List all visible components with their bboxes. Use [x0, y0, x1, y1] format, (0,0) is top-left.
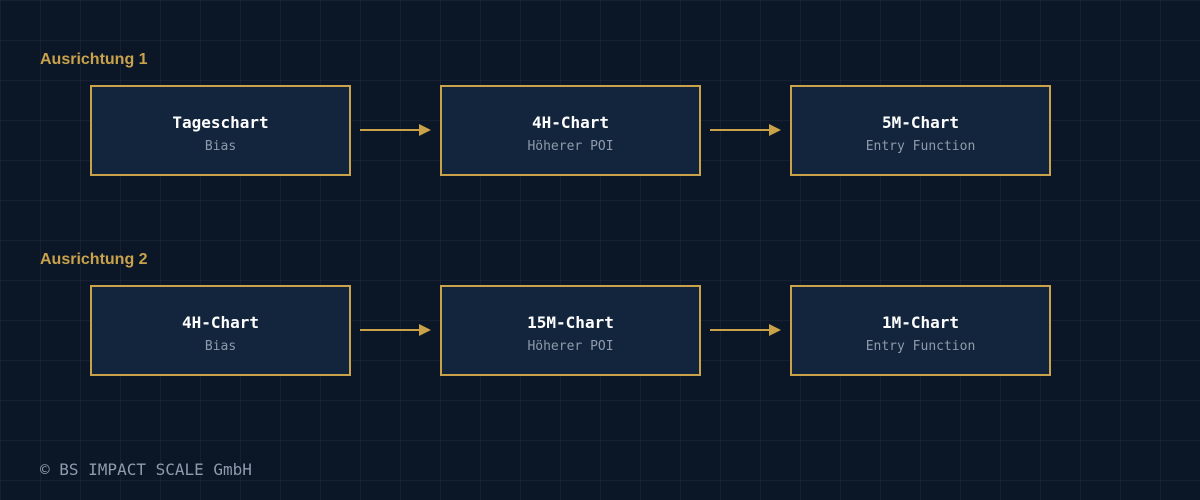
- node-subtitle: Bias: [204, 139, 237, 154]
- node-subtitle: Höherer POI: [527, 339, 614, 354]
- node-title: 15M-Chart: [527, 313, 614, 332]
- arrow-right-icon: [360, 124, 431, 136]
- flow-row-2: 4H-Chart Bias 15M-Chart Höherer POI 1M-C…: [0, 285, 1200, 376]
- node-4h-chart: 4H-Chart Höherer POI: [440, 85, 701, 176]
- node-subtitle: Höherer POI: [527, 139, 614, 154]
- copyright-footer: © BS IMPACT SCALE GmbH: [40, 460, 252, 479]
- arrow-right-icon: [710, 324, 781, 336]
- flow-row-1: Tageschart Bias 4H-Chart Höherer POI 5M-…: [0, 85, 1200, 176]
- node-1m-chart: 1M-Chart Entry Function: [790, 285, 1051, 376]
- node-title: 4H-Chart: [531, 113, 610, 132]
- node-tageschart: Tageschart Bias: [90, 85, 351, 176]
- node-title: 1M-Chart: [881, 313, 960, 332]
- row-label-ausrichtung-1: Ausrichtung 1: [40, 51, 148, 68]
- node-15m-chart: 15M-Chart Höherer POI: [440, 285, 701, 376]
- node-subtitle: Bias: [204, 339, 237, 354]
- row-label-ausrichtung-2: Ausrichtung 2: [40, 251, 148, 268]
- node-title: Tageschart: [172, 113, 269, 132]
- arrow-right-icon: [710, 124, 781, 136]
- node-5m-chart: 5M-Chart Entry Function: [790, 85, 1051, 176]
- node-title: 4H-Chart: [181, 313, 260, 332]
- node-subtitle: Entry Function: [865, 339, 976, 354]
- node-subtitle: Entry Function: [865, 139, 976, 154]
- node-4h-chart: 4H-Chart Bias: [90, 285, 351, 376]
- node-title: 5M-Chart: [881, 113, 960, 132]
- arrow-right-icon: [360, 324, 431, 336]
